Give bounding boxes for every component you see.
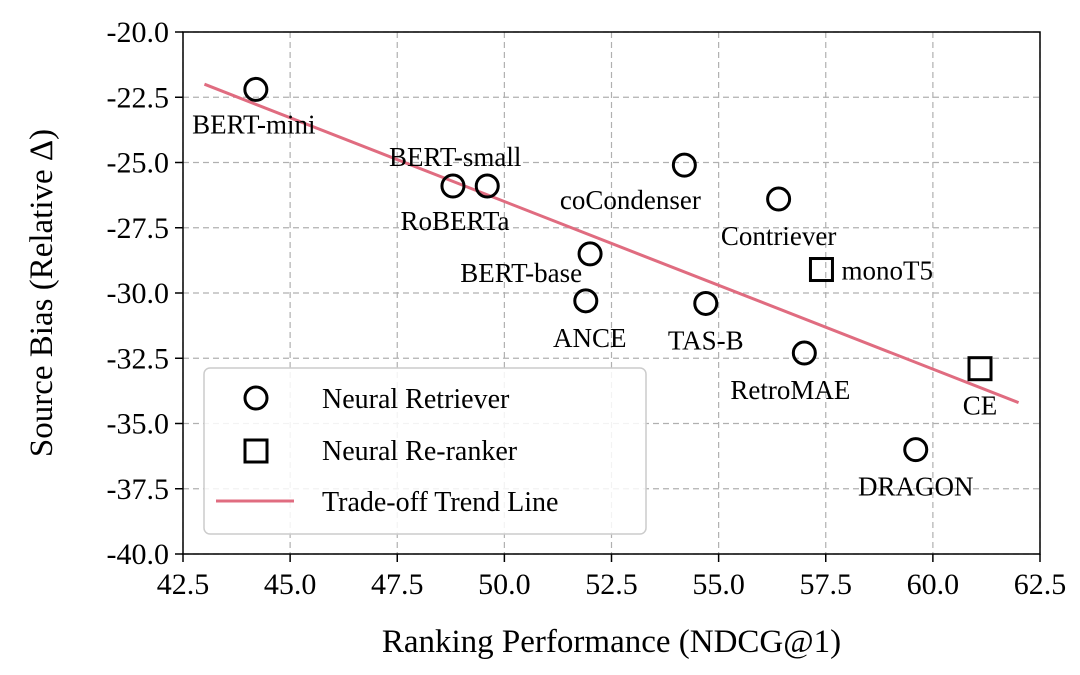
y-tick-label: -20.0 (107, 16, 170, 49)
y-tick-label: -32.5 (107, 342, 170, 375)
point-label: RoBERTa (400, 206, 509, 236)
legend-label-trend: Trade-off Trend Line (322, 487, 558, 518)
point-label: coCondenser (560, 185, 701, 215)
point-circle-marker (671, 152, 697, 178)
point-circle-marker (903, 437, 929, 463)
point-circle-marker (766, 186, 792, 212)
point-label: ANCE (553, 323, 627, 353)
y-tick-label: -35.0 (107, 408, 170, 441)
point-circle-marker (577, 241, 603, 267)
point-circle-marker (243, 76, 269, 102)
x-tick-label: 50.0 (478, 568, 531, 601)
x-tick-label: 55.0 (692, 568, 745, 601)
point-circle-marker (440, 173, 466, 199)
point-label: CE (963, 391, 998, 421)
y-tick-label: -27.5 (107, 212, 170, 245)
trend-line-group (203, 82, 1020, 405)
point-square-marker (967, 356, 993, 382)
point-label: monoT5 (841, 256, 933, 286)
y-tick-label: -37.5 (107, 473, 170, 506)
point-label: BERT-mini (192, 109, 315, 139)
x-tick-label: 52.5 (585, 568, 638, 601)
point-label: Contriever (721, 221, 836, 251)
x-tick-label: 45.0 (264, 568, 317, 601)
plot-frame (182, 31, 1041, 555)
point-label: RetroMAE (730, 375, 850, 405)
x-tick-label: 57.5 (800, 568, 853, 601)
y-tick-label: -40.0 (107, 538, 170, 571)
axes (175, 31, 1041, 562)
x-axis-title: Ranking Performance (NDCG@1) (382, 624, 841, 660)
legend-label-retriever: Neural Retriever (322, 384, 510, 415)
legend-square-marker (243, 438, 269, 464)
legend: Neural Retriever Neural Re-ranker Trade-… (203, 367, 647, 535)
x-tick-label: 62.5 (1014, 568, 1067, 601)
point-circle-marker (474, 173, 500, 199)
data-points (243, 76, 993, 463)
point-label: BERT-small (389, 142, 521, 172)
point-circle-marker (693, 290, 719, 316)
x-tick-label: 60.0 (907, 568, 960, 601)
point-label: BERT-base (460, 258, 582, 288)
y-axis-title: Source Bias (Relative Δ) (24, 129, 60, 457)
x-tick-label: 47.5 (371, 568, 424, 601)
y-tick-label: -22.5 (107, 81, 170, 114)
point-label: TAS-B (668, 325, 744, 355)
legend-label-reranker: Neural Re-ranker (322, 436, 518, 467)
x-tick-label: 42.5 (157, 568, 210, 601)
legend-box (203, 367, 647, 535)
y-tick-label: -25.0 (107, 147, 170, 180)
trend-line (203, 82, 1020, 405)
point-square-marker (808, 257, 834, 283)
tick-labels: 42.5 45.0 47.5 50.0 52.5 55.0 57.5 60.0 62.5 -20.… (107, 16, 1067, 601)
point-circle-marker (573, 288, 599, 314)
legend-circle-marker (243, 385, 269, 411)
point-circle-marker (791, 340, 817, 366)
point-label: DRAGON (858, 472, 974, 502)
y-tick-label: -30.0 (107, 277, 170, 310)
